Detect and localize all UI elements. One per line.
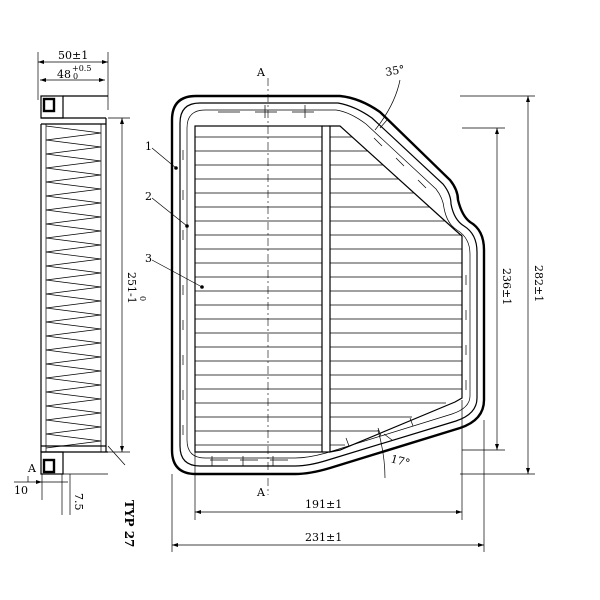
angle-top-label: 35° — [384, 63, 405, 79]
width-inner-label: 191±1 — [305, 498, 342, 511]
side-bottom-left-label: 10 — [14, 484, 28, 497]
section-mark-top: A — [256, 66, 266, 79]
gasket-ribs — [182, 105, 467, 466]
callout-2: 2 — [145, 190, 152, 203]
callout-1: 1 — [145, 140, 152, 153]
pleat-lines-left — [195, 136, 322, 446]
height-inner-label: 236±1 — [500, 268, 513, 305]
side-section-mark: A — [27, 462, 37, 475]
section-mark-bottom: A — [256, 486, 266, 499]
height-outer-label: 282±1 — [532, 265, 545, 302]
callout-3: 3 — [145, 252, 152, 265]
width-outer-label: 231±1 — [305, 531, 342, 544]
side-view: 50±1 48 +0.5 0 251-1 0 — [14, 49, 147, 547]
side-height-main: 251-1 — [125, 272, 138, 304]
pleat-lines-right — [330, 136, 462, 446]
angle-bottom-label: 17° — [389, 452, 411, 470]
side-pleat-pitch-label: TYP 27 — [122, 500, 136, 547]
front-view: A A 35° 17° 1 2 3 236±1 282±1 — [145, 63, 545, 552]
side-inner-width-tol-upper: +0.5 — [72, 64, 91, 73]
side-gap-label: 7.5 — [72, 493, 85, 511]
side-height-tol: 0 — [138, 296, 147, 301]
side-width-label: 50±1 — [58, 49, 88, 62]
side-inner-width-main: 48 — [57, 68, 71, 81]
side-inner-width-tol-lower: 0 — [73, 72, 78, 81]
